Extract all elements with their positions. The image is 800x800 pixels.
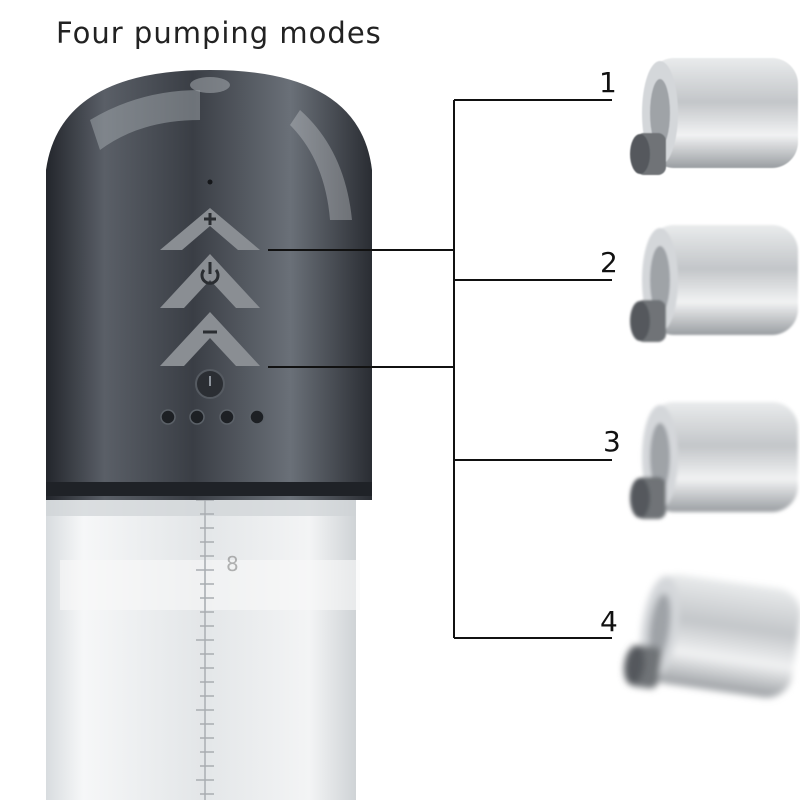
mode-label-4: 4 xyxy=(600,605,618,638)
mode-label-3: 3 xyxy=(603,425,621,458)
mode-label-2: 2 xyxy=(600,246,618,279)
minus-button[interactable] xyxy=(160,312,260,366)
mode-button[interactable] xyxy=(195,369,225,399)
power-icon xyxy=(200,262,220,285)
motor-3 xyxy=(630,402,798,519)
callout-lines xyxy=(268,99,612,639)
plus-icon xyxy=(204,213,216,225)
motor-4 xyxy=(624,574,800,698)
power-button[interactable] xyxy=(160,254,260,308)
indicator-dot-icon xyxy=(160,409,176,425)
motor-2 xyxy=(630,225,798,342)
page-title: Four pumping modes xyxy=(56,16,382,50)
pump-head xyxy=(46,70,372,500)
mode-label-1: 1 xyxy=(599,66,617,99)
mode-indicator-dots xyxy=(160,409,265,425)
indicator-dot-icon xyxy=(249,409,265,425)
motor-1 xyxy=(630,58,798,175)
plus-button[interactable] xyxy=(160,208,260,250)
indicator-dot-icon xyxy=(219,409,235,425)
indicator-dot-icon xyxy=(189,409,205,425)
tube-tick-label: 8 xyxy=(226,552,239,576)
